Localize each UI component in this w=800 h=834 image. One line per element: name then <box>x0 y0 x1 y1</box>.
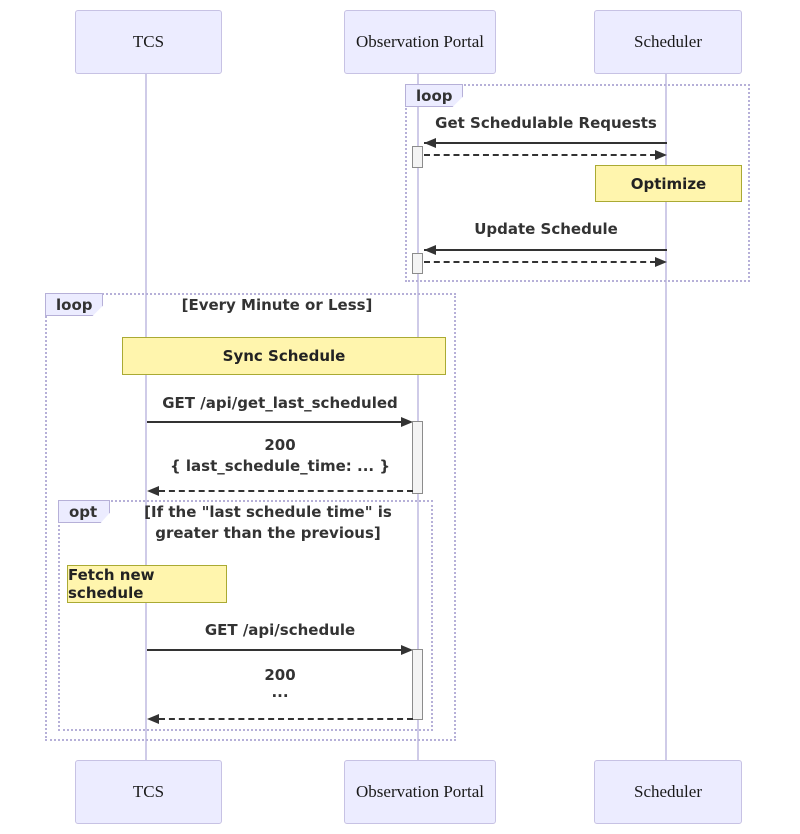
frame-opt-label: opt <box>58 500 110 523</box>
actor-scheduler-top: Scheduler <box>594 10 742 74</box>
return-line-get-schedulable-requests <box>424 154 656 156</box>
return-line-get-last-scheduled <box>159 490 413 492</box>
actor-observation-portal-bottom: Observation Portal <box>344 760 496 824</box>
message-get-schedule: GET /api/schedule <box>204 621 356 639</box>
arrowhead-left-icon <box>147 486 159 496</box>
response-get-schedule-body: ... <box>271 683 289 701</box>
message-get-schedulable-requests: Get Schedulable Requests <box>435 114 657 132</box>
lifeline-tcs <box>145 72 147 760</box>
actor-tcs-label: TCS <box>132 782 165 801</box>
message-line-get-last-scheduled <box>147 421 401 423</box>
activation-observation-portal-1 <box>412 146 423 168</box>
note-sync-schedule-label: Sync Schedule <box>222 347 346 365</box>
arrowhead-right-icon <box>655 150 667 160</box>
arrowhead-left-icon <box>424 138 436 148</box>
frame-tcs-loop <box>45 293 456 741</box>
arrowhead-left-icon <box>424 245 436 255</box>
lifeline-scheduler <box>665 72 667 760</box>
message-line-get-schedule <box>147 649 401 651</box>
actor-tcs-bottom: TCS <box>75 760 222 824</box>
frame-tcs-loop-guard: [Every Minute or Less] <box>181 296 373 314</box>
message-get-last-scheduled: GET /api/get_last_scheduled <box>162 394 398 412</box>
arrowhead-right-icon <box>655 257 667 267</box>
response-get-last-scheduled-body: { last_schedule_time: ... } <box>170 457 390 475</box>
return-line-update-schedule <box>424 261 656 263</box>
message-line-update-schedule <box>424 249 667 251</box>
note-fetch-new-schedule-label: Fetch new schedule <box>68 566 155 602</box>
actor-observation-portal-top: Observation Portal <box>344 10 496 74</box>
frame-opt <box>58 500 433 731</box>
activation-observation-portal-3 <box>412 421 423 494</box>
actor-tcs-top: TCS <box>75 10 222 74</box>
frame-scheduler-loop <box>405 84 750 282</box>
lifeline-observation-portal <box>417 72 419 760</box>
return-line-get-schedule <box>159 718 413 720</box>
activation-observation-portal-2 <box>412 253 423 274</box>
actor-observation-portal-label: Observation Portal <box>356 32 484 51</box>
message-line-get-schedulable-requests <box>424 142 667 144</box>
actor-scheduler-label: Scheduler <box>634 782 702 801</box>
actor-scheduler-bottom: Scheduler <box>594 760 742 824</box>
activation-observation-portal-4 <box>412 649 423 720</box>
arrowhead-right-icon <box>401 645 413 655</box>
response-get-schedule-code: 200 <box>264 666 296 684</box>
frame-opt-guard-line1: [If the "last schedule time" is <box>144 503 392 521</box>
arrowhead-left-icon <box>147 714 159 724</box>
arrowhead-right-icon <box>401 417 413 427</box>
actor-scheduler-label: Scheduler <box>634 32 702 51</box>
frame-tcs-loop-label: loop <box>45 293 103 316</box>
actor-observation-portal-label: Observation Portal <box>356 782 484 801</box>
frame-opt-guard-line2: greater than the previous] <box>155 524 381 542</box>
note-optimize: Optimize <box>595 165 742 202</box>
note-optimize-label: Optimize <box>630 174 707 193</box>
frame-scheduler-loop-label: loop <box>405 84 463 107</box>
note-fetch-new-schedule: Fetch new schedule <box>67 565 227 603</box>
response-get-last-scheduled-code: 200 <box>264 436 296 454</box>
note-sync-schedule: Sync Schedule <box>122 337 446 375</box>
actor-tcs-label: TCS <box>132 32 165 51</box>
message-update-schedule: Update Schedule <box>474 220 618 238</box>
